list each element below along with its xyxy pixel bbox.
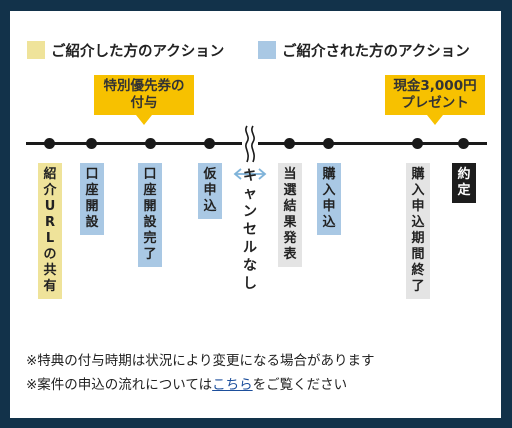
legend-label-referred: ご紹介された方のアクション — [282, 43, 470, 60]
step-label-char: 了 — [411, 279, 425, 294]
step-label-char: 果 — [283, 215, 297, 230]
legend-swatch-yellow — [27, 41, 45, 59]
step-label-char: 座 — [85, 183, 99, 198]
step-no-cancel: キャンセルなし — [238, 163, 262, 297]
step-open-account: 口座開設 — [80, 163, 104, 235]
note-flow-after: をご覧ください — [252, 377, 348, 393]
step-label-char: キ — [243, 168, 257, 184]
step-label-char: の — [43, 247, 57, 262]
step-label-char: 了 — [143, 247, 157, 262]
step-purchase-application: 購入申込 — [317, 163, 341, 235]
callout-special-ticket-line1: 特別優先券の — [103, 78, 185, 94]
step-label-char: 完 — [143, 231, 157, 246]
step-label-char: 申 — [322, 199, 336, 214]
step-label-char: 当 — [283, 167, 297, 182]
step-label-char: 入 — [411, 183, 425, 198]
step-label-char: 介 — [43, 183, 57, 198]
step-label-char: 申 — [411, 199, 425, 214]
step-label-char: 終 — [411, 263, 425, 278]
step-label-char: 開 — [143, 199, 157, 214]
step-label-char: 紹 — [43, 167, 57, 182]
double-arrow-icon — [233, 166, 267, 180]
step-label-char: 仮 — [203, 167, 217, 182]
step-label-char: し — [243, 276, 257, 292]
step-label-char: 申 — [203, 183, 217, 198]
step-label-char: セ — [243, 222, 257, 238]
step-label-char: 込 — [322, 215, 336, 230]
step-label-char: 共 — [43, 263, 57, 278]
step-label-char: L — [45, 231, 55, 246]
step-label-char: ャ — [243, 186, 257, 202]
legend-referrer: ご紹介した方のアクション — [27, 40, 224, 60]
step-label-char: 設 — [85, 215, 99, 230]
step-label-char: 口 — [143, 167, 157, 182]
referral-flow-card: ご紹介した方のアクション ご紹介された方のアクション 特別優先券の 付与 現金3… — [10, 11, 501, 418]
step-label-char: 開 — [85, 199, 99, 214]
step-label-char: 設 — [143, 215, 157, 230]
timeline-dot — [145, 138, 156, 149]
step-label-char: な — [243, 258, 257, 274]
timeline-dot — [44, 138, 55, 149]
step-lottery-result: 当選結果発表 — [278, 163, 302, 267]
timeline-dot — [323, 138, 334, 149]
wavy-break-icon — [242, 124, 258, 164]
callout-special-ticket: 特別優先券の 付与 — [94, 75, 194, 125]
timeline-dot — [412, 138, 423, 149]
flow-details-link[interactable]: こちら — [212, 377, 253, 393]
step-label-char: 間 — [411, 247, 425, 262]
callout-special-ticket-line2: 付与 — [130, 95, 158, 111]
step-contract: 約定 — [452, 163, 476, 203]
step-label-char: 表 — [283, 247, 297, 262]
note-flow-before: ※案件の申込の流れについては — [26, 377, 213, 393]
step-label-char: 発 — [283, 231, 297, 246]
timeline-dot — [458, 138, 469, 149]
legend-swatch-blue — [258, 41, 276, 59]
step-label-char: 約 — [457, 167, 471, 182]
step-label-char: 期 — [411, 231, 425, 246]
step-label-char: 口 — [85, 167, 99, 182]
step-account-complete: 口座開設完了 — [138, 163, 162, 267]
timeline-dot — [86, 138, 97, 149]
step-label-char: 有 — [43, 279, 57, 294]
step-provisional-application: 仮申込 — [198, 163, 222, 219]
step-label-char: R — [44, 215, 55, 230]
step-label-char: 選 — [283, 183, 297, 198]
step-label-char: 結 — [283, 199, 297, 214]
timeline-dot — [284, 138, 295, 149]
callout-present: 現金3,000円 プレゼント — [385, 75, 485, 125]
step-label-char: 込 — [411, 215, 425, 230]
note-flow: ※案件の申込の流れについてはこちらをご覧ください — [26, 373, 347, 393]
legend-referred: ご紹介された方のアクション — [258, 40, 470, 60]
step-label-char: 定 — [457, 183, 471, 198]
step-label-char: 座 — [143, 183, 157, 198]
legend-label-referrer: ご紹介した方のアクション — [51, 43, 225, 60]
note-timing: ※特典の付与時期は状況により変更になる場合があります — [26, 353, 375, 369]
step-label-char: ル — [243, 240, 257, 256]
callout-present-line1: 現金3,000円 — [393, 78, 477, 94]
callout-present-line2: プレゼント — [401, 95, 469, 111]
step-label-char: 入 — [322, 183, 336, 198]
timeline-dot — [204, 138, 215, 149]
step-label-char: ン — [243, 204, 257, 220]
step-label-char: 購 — [322, 167, 336, 182]
step-label-char: 購 — [411, 167, 425, 182]
step-application-period-end: 購入申込期間終了 — [406, 163, 430, 299]
step-label-char: U — [44, 199, 56, 214]
step-label-char: 込 — [203, 199, 217, 214]
